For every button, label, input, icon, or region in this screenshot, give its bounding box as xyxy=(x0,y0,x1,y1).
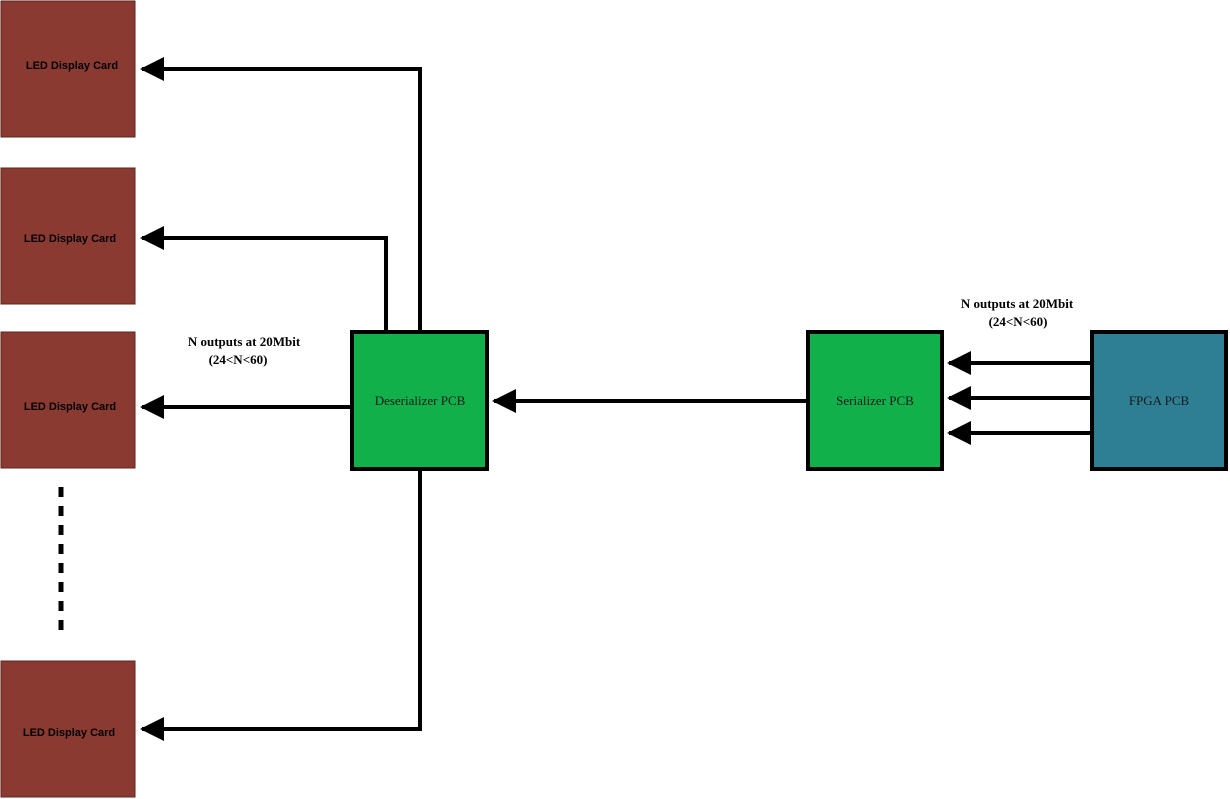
led-display-card-label: LED Display Card xyxy=(24,233,116,245)
right-note-line1: N outputs at 20Mbit xyxy=(961,296,1074,311)
led-display-card-4: LED Display Card xyxy=(0,660,136,798)
led-display-card-label: LED Display Card xyxy=(23,727,115,739)
deserializer-pcb: Deserializer PCB xyxy=(350,330,489,471)
serializer-pcb: Serializer PCB xyxy=(806,330,944,471)
serializer-pcb-label: Serializer PCB xyxy=(836,393,914,408)
deserializer-pcb-label: Deserializer PCB xyxy=(375,393,466,408)
fpga-pcb-label: FPGA PCB xyxy=(1129,393,1190,408)
left-note-line1: N outputs at 20Mbit xyxy=(188,334,301,349)
led-display-card-1: LED Display Card xyxy=(0,0,136,138)
right-note-line2: (24<N<60) xyxy=(989,314,1048,329)
led-display-card-label: LED Display Card xyxy=(26,60,118,72)
led-display-card-label: LED Display Card xyxy=(24,401,116,413)
led-display-card-2: LED Display Card xyxy=(0,167,136,305)
fpga-pcb: FPGA PCB xyxy=(1090,330,1228,471)
right-outputs-note: N outputs at 20Mbit (24<N<60) xyxy=(961,296,1074,329)
connector-to-led-card-2 xyxy=(140,226,388,332)
connector-to-led-card-4 xyxy=(140,469,422,741)
left-note-line2: (24<N<60) xyxy=(209,352,268,367)
left-outputs-note: N outputs at 20Mbit (24<N<60) xyxy=(188,334,301,367)
connector-to-led-card-1 xyxy=(140,57,422,332)
led-display-card-3: LED Display Card xyxy=(0,331,136,469)
